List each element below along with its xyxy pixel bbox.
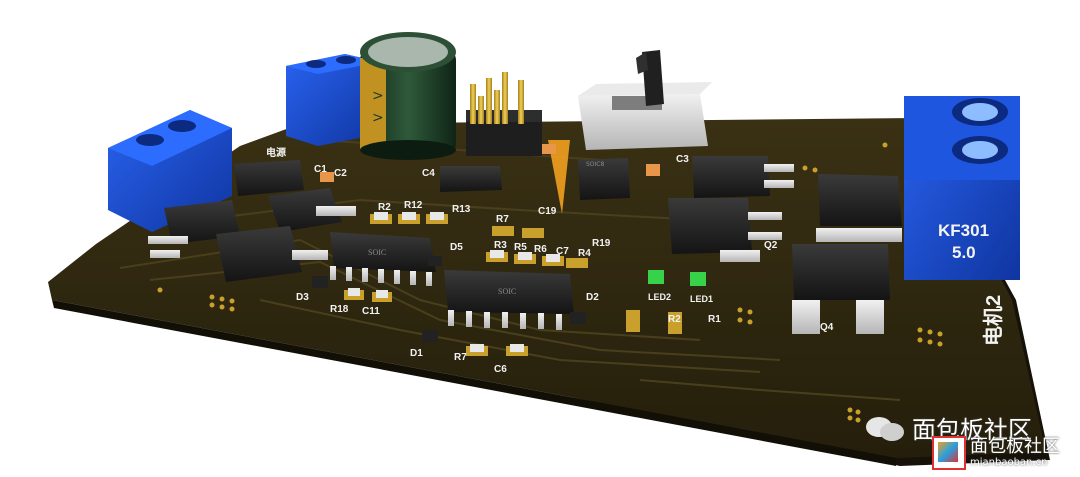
mosfet-left-2: [148, 200, 240, 258]
pin-header: [466, 72, 542, 156]
soic-chip-1: SOIC: [330, 232, 436, 286]
slide-switch: [578, 50, 712, 150]
mosfet-q2: [816, 174, 902, 242]
capacitor-polarity-mark: >: [372, 88, 384, 104]
small-ic: SOIC8: [578, 158, 630, 200]
silk-motor-label: 电机2: [981, 295, 1005, 346]
leds: [648, 270, 706, 286]
silk-left-label: 电源: [266, 146, 286, 159]
mosfet-left-3: [216, 226, 328, 282]
soic-chip-2: SOIC: [444, 270, 574, 330]
silk-r18: R18: [330, 304, 349, 315]
silk-r2: R2: [378, 202, 391, 213]
silk-d1: D1: [410, 348, 423, 359]
silk-r3: R3: [494, 240, 507, 251]
silk-q2: Q2: [764, 240, 778, 251]
silk-r5: R5: [514, 242, 527, 253]
logo-icon: [932, 435, 966, 470]
silk-led1: LED1: [690, 294, 713, 304]
mosfet-right-2: [668, 198, 782, 262]
silk-r19: R19: [592, 238, 611, 249]
smd-passives: [320, 144, 682, 356]
silk-c19: C19: [538, 206, 557, 217]
diodes: [312, 256, 586, 342]
silk-r13: R13: [452, 204, 471, 215]
silk-d5: D5: [450, 242, 463, 253]
silk-c7: C7: [556, 246, 569, 257]
silk-r7b: R7: [496, 214, 509, 225]
soic-chip-1-marking: SOIC: [368, 248, 386, 257]
wechat-icon: [866, 413, 906, 443]
terminal-block-top: [286, 54, 380, 146]
watermark-url: mianbaoban.cn: [970, 456, 1048, 468]
mosfet-q4: [792, 244, 890, 334]
silk-r7: R7: [454, 352, 467, 363]
silk-r4: R4: [578, 248, 591, 259]
silk-r6: R6: [534, 244, 547, 255]
soic-chip-2-marking: SOIC: [498, 287, 516, 296]
silk-c11: C11: [362, 306, 380, 317]
watermark-logo-text: 面包板社区: [970, 435, 1060, 457]
terminal-block-left: [108, 110, 232, 232]
mosfet-left-1: [234, 160, 356, 232]
watermark-logo: 面包板社区 mianbaoban.cn: [932, 430, 1078, 475]
electrolytic-capacitor: > >: [360, 32, 456, 160]
svg-text:>: >: [372, 110, 384, 126]
pcb-board-front-edge: [52, 300, 896, 466]
silk-d2: D2: [586, 292, 599, 303]
silk-r2b: R2: [668, 314, 681, 325]
watermark-wechat: 面包板社区: [866, 410, 1032, 445]
ssop-chip: [440, 166, 502, 192]
silk-c6: C6: [494, 364, 507, 375]
highlight-cone: [548, 140, 570, 214]
silk-q4: Q4: [820, 322, 834, 333]
silk-c1: C1: [314, 164, 327, 175]
silk-c4: C4: [422, 168, 435, 179]
silk-d3: D3: [296, 292, 309, 303]
silk-r12: R12: [404, 200, 423, 211]
silk-r1: R1: [708, 314, 721, 325]
silk-c3: C3: [676, 154, 689, 165]
terminal-block-right: KF301 5.0: [904, 96, 1020, 280]
silkscreen: D1 D2 D3 D5 R7 C6 R18 C11 R3 R5 R6 C7 R4…: [266, 146, 1005, 375]
silk-led2: LED2: [648, 292, 671, 302]
mosfet-right-1: [692, 156, 794, 198]
terminal-label-line1: KF301: [938, 221, 989, 240]
silk-c2: C2: [334, 168, 347, 179]
small-ic-marking: SOIC8: [586, 161, 604, 168]
terminal-label-line2: 5.0: [952, 243, 976, 262]
